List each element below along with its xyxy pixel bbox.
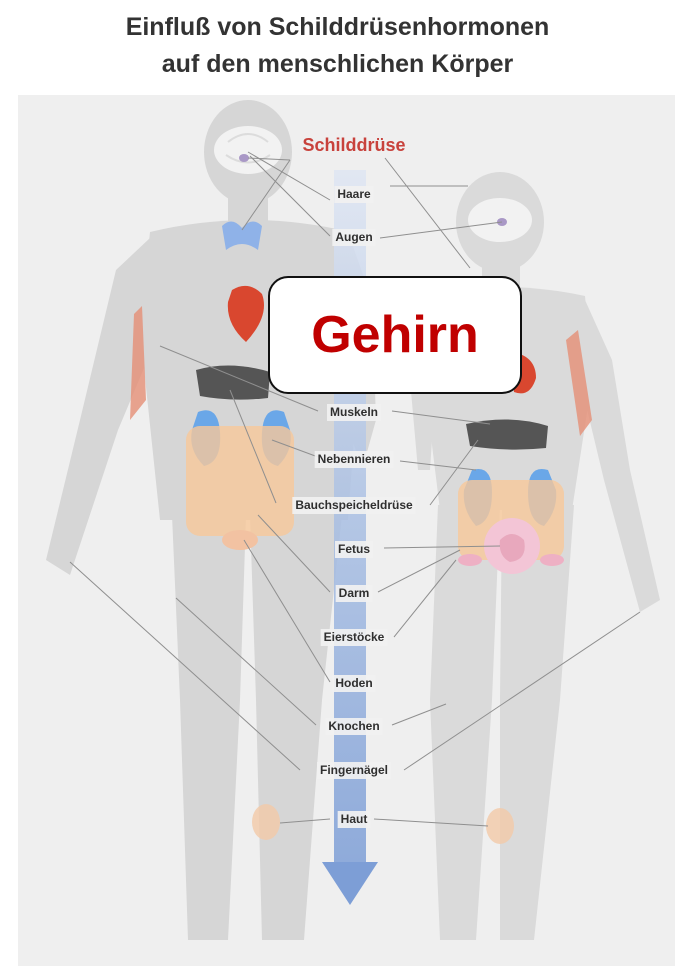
label-darm: Darm: [336, 585, 373, 602]
label-hoden: Hoden: [332, 675, 375, 692]
label-haare: Haare: [334, 186, 373, 203]
label-knochen: Knochen: [325, 718, 382, 735]
callout-box: Gehirn: [268, 276, 522, 394]
label-schilddruese: Schilddrüse: [299, 133, 408, 157]
label-haut: Haut: [338, 811, 371, 828]
title-line-1: Einfluß von Schilddrüsenhormonen: [0, 13, 675, 42]
label-fetus: Fetus: [335, 541, 373, 558]
callout-text: Gehirn: [311, 305, 479, 365]
label-bauchspeicheldruese: Bauchspeicheldrüse: [292, 497, 415, 514]
label-muskeln: Muskeln: [327, 404, 381, 421]
title-line-2: auf den menschlichen Körper: [0, 50, 675, 79]
label-eierstoecke: Eierstöcke: [321, 629, 388, 646]
label-nebennieren: Nebennieren: [315, 451, 394, 468]
label-augen: Augen: [332, 229, 375, 246]
label-fingernaegel: Fingernägel: [317, 762, 391, 779]
